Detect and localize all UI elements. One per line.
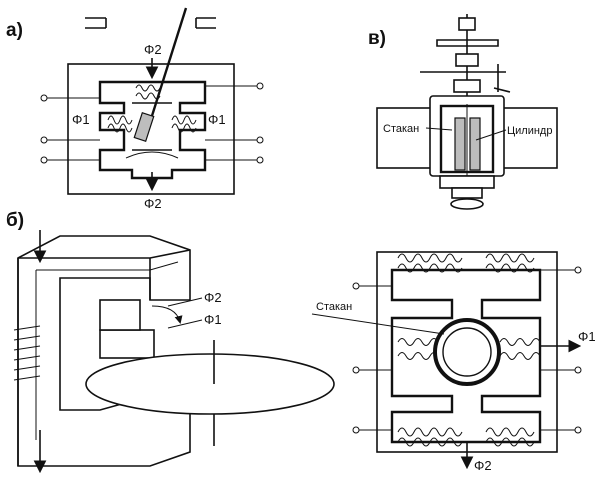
- panel-b-leader-1: [167, 319, 203, 329]
- panel-a-flux-bottom: Φ2: [144, 196, 162, 211]
- panel-a-flux-top: Φ2: [144, 42, 162, 57]
- panel-d-flux-bottom: Φ2: [474, 458, 492, 473]
- panel-v-diagram: [376, 14, 558, 210]
- panel-a-flux-left: Φ1: [72, 112, 90, 127]
- panel-b-label: б): [6, 210, 24, 231]
- panel-d-flux-right: Φ1: [578, 329, 596, 344]
- panel-d-callout: Стакан: [316, 301, 352, 313]
- panel-v-right-callout: Цилиндр: [507, 125, 552, 137]
- panel-b-flux-1: Φ1: [204, 312, 222, 327]
- panel-b-leader-2: [167, 297, 203, 307]
- panel-v-right-leader: [475, 129, 507, 141]
- panel-a-flux-right: Φ1: [208, 112, 226, 127]
- panel-a-label: а): [6, 20, 23, 41]
- panel-b-flux-2: Φ2: [204, 290, 222, 305]
- panel-a-diagram: [40, 7, 264, 195]
- panel-b-diagram: [13, 230, 335, 474]
- panel-d-diagram: [352, 251, 582, 470]
- panel-v-left-leader: [425, 127, 453, 131]
- panel-v-label: в): [368, 28, 386, 49]
- panel-d-leader: [311, 313, 445, 335]
- panel-v-left-callout: Стакан: [383, 123, 419, 135]
